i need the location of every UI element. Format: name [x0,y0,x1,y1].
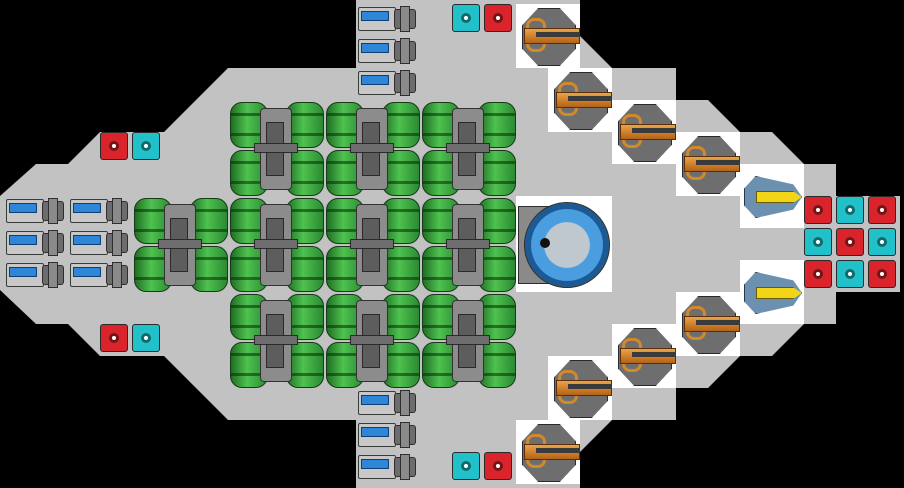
cannon-turret[interactable] [676,292,740,356]
fuel-tank-cluster[interactable] [228,100,324,196]
battery-module[interactable] [4,228,64,256]
cannon-turret[interactable] [548,68,612,132]
cannon-turret[interactable] [612,100,676,164]
red-storage-box[interactable] [484,4,512,32]
battery-module[interactable] [68,228,128,256]
fuel-tank-cluster[interactable] [420,196,516,292]
cyan-storage-box[interactable] [836,260,864,288]
red-storage-box[interactable] [868,260,896,288]
cannon-turret[interactable] [516,420,580,484]
red-storage-box[interactable] [804,196,832,224]
cyan-storage-box[interactable] [836,196,864,224]
cannon-turret[interactable] [612,324,676,388]
fuel-tank-cluster[interactable] [420,292,516,388]
battery-module[interactable] [4,196,64,224]
missile-launcher[interactable] [740,260,804,324]
battery-module[interactable] [68,196,128,224]
red-storage-box[interactable] [484,452,512,480]
fuel-tank-cluster[interactable] [228,196,324,292]
reactor-core[interactable] [516,196,612,292]
battery-module[interactable] [356,452,416,480]
battery-module[interactable] [356,388,416,416]
cyan-storage-box[interactable] [452,452,480,480]
cyan-storage-box[interactable] [868,228,896,256]
cyan-storage-box[interactable] [452,4,480,32]
cannon-turret[interactable] [548,356,612,420]
battery-module[interactable] [68,260,128,288]
fuel-tank-cluster[interactable] [420,100,516,196]
battery-module[interactable] [356,36,416,64]
battery-module[interactable] [356,420,416,448]
battery-module[interactable] [4,260,64,288]
fuel-tank-cluster[interactable] [324,292,420,388]
red-storage-box[interactable] [836,228,864,256]
red-storage-box[interactable] [100,132,128,160]
fuel-tank-cluster[interactable] [228,292,324,388]
red-storage-box[interactable] [100,324,128,352]
red-storage-box[interactable] [868,196,896,224]
battery-module[interactable] [356,4,416,32]
fuel-tank-cluster[interactable] [324,196,420,292]
cyan-storage-box[interactable] [132,324,160,352]
cannon-turret[interactable] [516,4,580,68]
cyan-storage-box[interactable] [132,132,160,160]
fuel-tank-cluster[interactable] [132,196,228,292]
fuel-tank-cluster[interactable] [324,100,420,196]
battery-module[interactable] [356,68,416,96]
cannon-turret[interactable] [676,132,740,196]
red-storage-box[interactable] [804,260,832,288]
missile-launcher[interactable] [740,164,804,228]
cyan-storage-box[interactable] [804,228,832,256]
